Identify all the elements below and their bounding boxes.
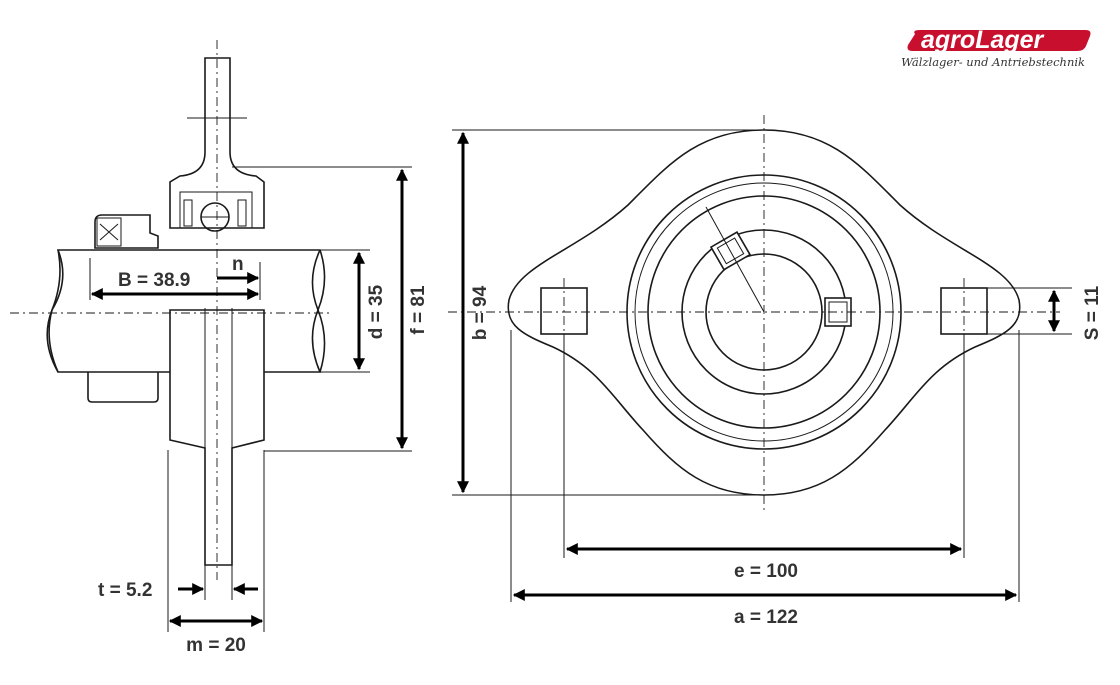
label-t: t = 5.2 [98,580,152,601]
brand-tagline: Wälzlager- und Antriebstechnik [901,55,1085,69]
label-B: B = 38.9 [118,270,190,291]
label-n: n [232,254,244,275]
label-e: e = 100 [734,561,798,582]
label-d: d = 35 [366,284,387,339]
brand-name-part1: agro [921,26,975,54]
brand-name-part2: Lager [975,26,1044,54]
side-view [10,40,412,632]
front-dimensions: b = 94 S = 11 e = 100 a = 122 [457,131,1103,628]
label-f: f = 81 [408,285,429,335]
front-view [448,115,1072,602]
bearing-housing [179,191,253,229]
svg-text:agroLager: agroLager [921,26,1045,54]
inner-ring [94,214,159,249]
logo-swoosh [907,30,1091,51]
side-dimensions: B = 38.9 n d = 35 f = 81 t = 5.2 m = 20 [90,168,429,656]
label-a: a = 122 [734,607,798,628]
label-m: m = 20 [186,635,246,656]
label-b: b = 94 [470,285,491,340]
brand-logo: agroLager Wälzlager- und Antriebstechnik [901,26,1091,69]
label-S: S = 11 [1082,285,1103,340]
set-screw [96,217,122,247]
